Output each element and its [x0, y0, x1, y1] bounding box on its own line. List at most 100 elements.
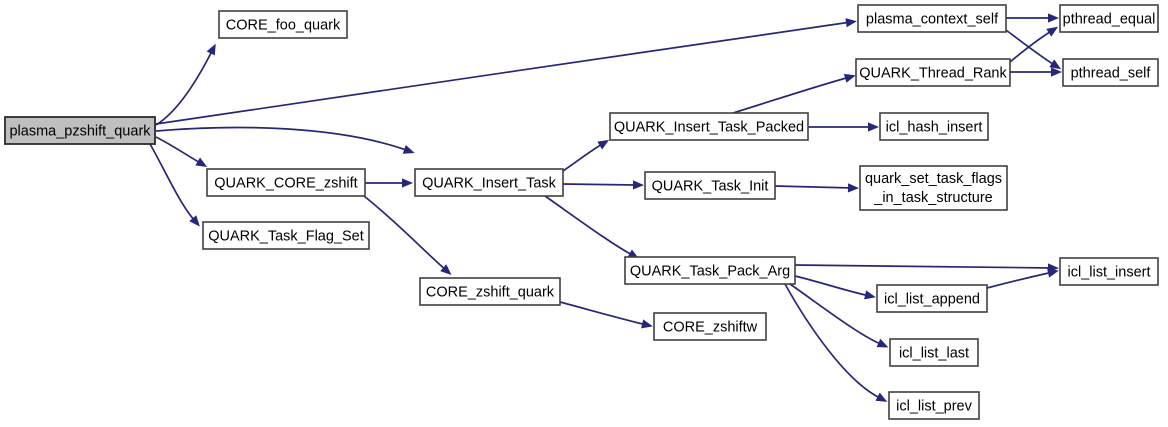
graph-node-QUARK_Thread_Rank[interactable]: QUARK_Thread_Rank	[855, 58, 1011, 87]
graph-node-quark_set_task_flags_in_task_structure[interactable]: quark_set_task_flags _in_task_structure	[859, 165, 1008, 211]
graph-node-CORE_zshiftw[interactable]: CORE_zshiftw	[653, 312, 767, 341]
node-box[interactable]	[624, 256, 796, 285]
node-box[interactable]	[653, 312, 767, 341]
call-edge	[155, 48, 214, 126]
arrow-head-icon	[1046, 26, 1059, 37]
node-box[interactable]	[1062, 58, 1159, 87]
graph-node-CORE_foo_quark[interactable]: CORE_foo_quark	[218, 10, 348, 39]
graph-node-plasma_context_self[interactable]: plasma_context_self	[857, 4, 1007, 33]
node-box[interactable]	[4, 116, 156, 145]
call-edge	[562, 142, 605, 172]
node-label: QUARK_Thread_Rank	[859, 65, 1007, 81]
node-label: icl_hash_insert	[886, 119, 983, 135]
node-label: QUARK_Task_Pack_Arg	[630, 263, 790, 279]
call-edge	[1009, 29, 1054, 63]
arrow-head-icon	[440, 264, 452, 275]
node-box[interactable]	[855, 58, 1011, 87]
graph-node-pthread_self[interactable]: pthread_self	[1062, 58, 1159, 87]
graph-node-QUARK_Task_Flag_Set[interactable]: QUARK_Task_Flag_Set	[202, 221, 370, 250]
call-edge	[562, 183, 639, 186]
graph-node-icl_list_prev[interactable]: icl_list_prev	[888, 391, 980, 420]
graph-node-QUARK_Task_Init[interactable]: QUARK_Task_Init	[644, 171, 776, 200]
node-box[interactable]	[857, 4, 1007, 33]
node-label: pthread_self	[1071, 65, 1152, 81]
graph-node-plasma_pzshift_quark[interactable]: plasma_pzshift_quark	[4, 116, 156, 145]
node-box[interactable]	[206, 168, 366, 197]
graph-node-pthread_equal[interactable]: pthread_equal	[1059, 4, 1159, 33]
call-edge	[155, 136, 203, 165]
nodes-layer: plasma_pzshift_quark CORE_foo_quarkQUARK_…	[4, 4, 1159, 420]
graph-node-icl_list_append[interactable]: icl_list_append	[876, 284, 988, 313]
graph-node-QUARK_Insert_Task[interactable]: QUARK_Insert_Task	[414, 168, 564, 197]
arrow-head-icon	[1049, 59, 1062, 70]
node-label: quark_set_task_flags	[865, 171, 1002, 187]
graph-node-CORE_zshift_quark[interactable]: CORE_zshift_quark	[419, 277, 561, 306]
call-edge	[774, 185, 854, 189]
call-edge	[789, 283, 884, 346]
call-edge	[559, 301, 648, 326]
call-edge	[155, 21, 852, 125]
call-edge	[155, 126, 410, 152]
graph-node-icl_list_last[interactable]: icl_list_last	[889, 338, 979, 367]
node-label: icl_list_prev	[896, 398, 972, 414]
arrow-head-icon	[847, 183, 859, 193]
call-edge	[986, 271, 1054, 289]
node-label: icl_list_insert	[1068, 264, 1151, 280]
call-edge	[149, 143, 197, 223]
node-box[interactable]	[876, 284, 988, 313]
node-label: pthread_equal	[1063, 11, 1156, 27]
node-box[interactable]	[202, 221, 370, 250]
arrow-head-icon	[875, 392, 888, 402]
node-box[interactable]	[609, 112, 809, 141]
node-label: QUARK_Insert_Task	[422, 175, 557, 191]
node-box[interactable]	[889, 338, 979, 367]
node-box[interactable]	[644, 171, 776, 200]
node-label: plasma_context_self	[866, 11, 999, 27]
arrow-head-icon	[632, 180, 644, 190]
node-label: icl_list_last	[899, 345, 969, 361]
node-box[interactable]	[218, 10, 348, 39]
node-label: QUARK_Task_Init	[652, 178, 769, 194]
node-label: plasma_pzshift_quark	[9, 123, 151, 139]
edges-layer	[149, 13, 1062, 402]
node-box[interactable]	[419, 277, 561, 306]
graph-node-QUARK_Task_Pack_Arg[interactable]: QUARK_Task_Pack_Arg	[624, 256, 796, 285]
node-label: _in_task_structure	[873, 190, 992, 206]
arrow-head-icon	[868, 122, 879, 132]
node-box[interactable]	[1059, 257, 1159, 286]
call-edge	[732, 76, 851, 114]
call-edge	[363, 195, 448, 272]
arrow-head-icon	[876, 338, 889, 348]
call-edge	[784, 283, 883, 400]
arrow-head-icon	[845, 18, 857, 28]
node-label: QUARK_CORE_zshift	[214, 175, 357, 191]
arrow-head-icon	[402, 178, 413, 188]
node-box[interactable]	[879, 112, 989, 141]
node-label: QUARK_Task_Flag_Set	[208, 228, 364, 244]
arrow-head-icon	[1048, 13, 1059, 23]
node-label: QUARK_Insert_Task_Packed	[614, 119, 804, 135]
node-label: icl_list_append	[884, 291, 980, 307]
call-edge	[794, 275, 871, 297]
node-box[interactable]	[888, 391, 980, 420]
arrow-head-icon	[189, 215, 200, 227]
node-label: CORE_zshiftw	[663, 319, 758, 335]
graph-node-QUARK_CORE_zshift[interactable]: QUARK_CORE_zshift	[206, 168, 366, 197]
graph-node-icl_list_insert[interactable]: icl_list_insert	[1059, 257, 1159, 286]
node-box[interactable]	[1059, 4, 1159, 33]
node-label: CORE_zshift_quark	[426, 284, 555, 300]
node-box[interactable]	[414, 168, 564, 197]
node-box[interactable]	[859, 165, 1008, 211]
arrow-head-icon	[195, 157, 208, 168]
arrow-head-icon	[206, 43, 216, 56]
arrow-head-icon	[843, 73, 856, 83]
call-edge	[794, 264, 1054, 269]
arrow-head-icon	[864, 290, 876, 300]
node-label: CORE_foo_quark	[226, 17, 341, 33]
call-edge	[544, 195, 635, 257]
graph-node-QUARK_Insert_Task_Packed[interactable]: QUARK_Insert_Task_Packed	[609, 112, 809, 141]
arrow-head-icon	[641, 319, 653, 329]
graph-node-icl_hash_insert[interactable]: icl_hash_insert	[879, 112, 989, 141]
